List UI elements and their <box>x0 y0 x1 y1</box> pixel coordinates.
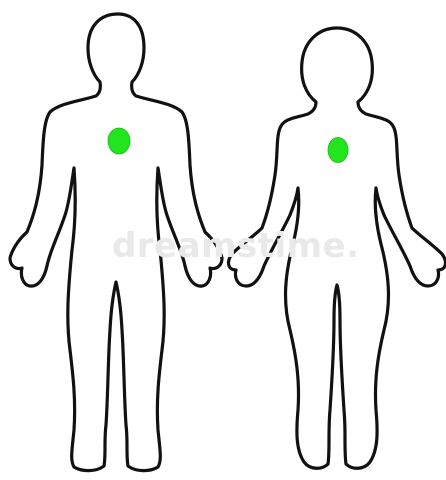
male-chest-marker <box>108 128 130 154</box>
female-chest-marker <box>328 138 348 163</box>
female-figure <box>229 28 446 468</box>
male-figure <box>10 14 222 471</box>
male-body-outline <box>10 14 222 471</box>
female-body-outline <box>229 28 446 468</box>
